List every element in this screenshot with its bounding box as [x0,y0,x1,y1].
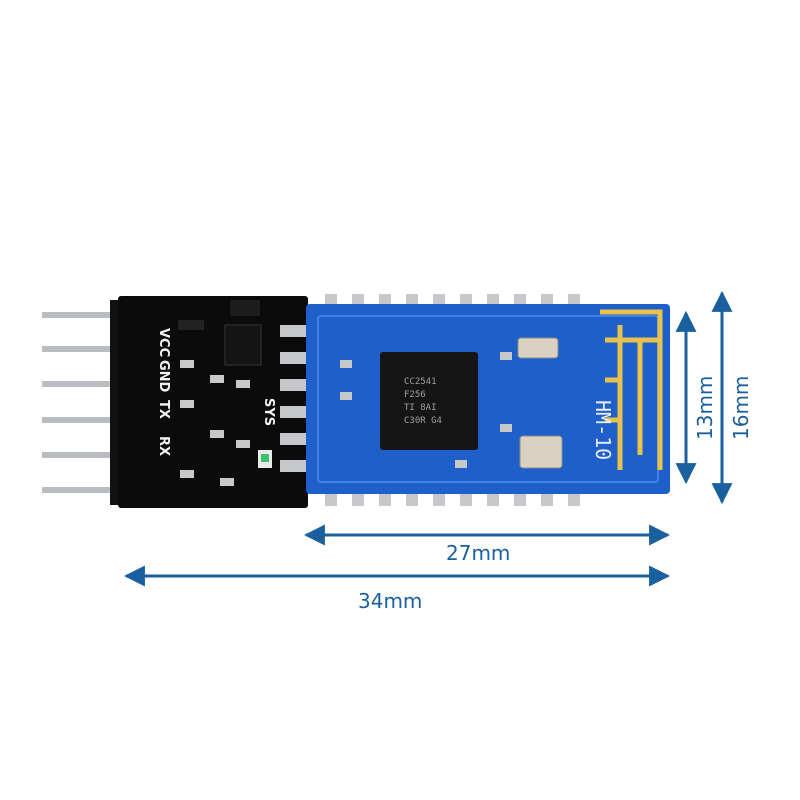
crystal-large [519,435,563,469]
inner-width-label: 13mm [693,376,717,440]
module-model-label: HM-10 [591,400,615,460]
chip-marking-line-1: CC2541 [404,377,437,387]
pin-label-rx: RX [156,436,171,456]
chip-marking-line-2: F256 [404,390,426,400]
crystal-small [517,337,559,359]
ble-chip [380,352,478,450]
state-label: SYS [261,398,276,426]
pin-label-tx: TX [156,400,171,419]
total-width-label: 16mm [729,376,753,440]
antenna-trace [600,309,663,470]
dimension-annotations: 13mm 16mm 27mm 34mm [123,290,753,613]
inner-length-label: 27mm [446,541,510,565]
total-length-label: 34mm [358,589,422,613]
chip-marking-line-3: TI 8AI [404,403,437,413]
hm10-module: CC2541 F256 TI 8AI C30R G4 HM-10 [306,304,670,494]
pin-label-vcc: VCC [156,328,171,357]
carrier-board: VCC GND TX RX SYS [118,296,308,508]
pin-label-gnd: GND [156,360,171,393]
chip-marking-line-4: C30R G4 [404,416,442,426]
